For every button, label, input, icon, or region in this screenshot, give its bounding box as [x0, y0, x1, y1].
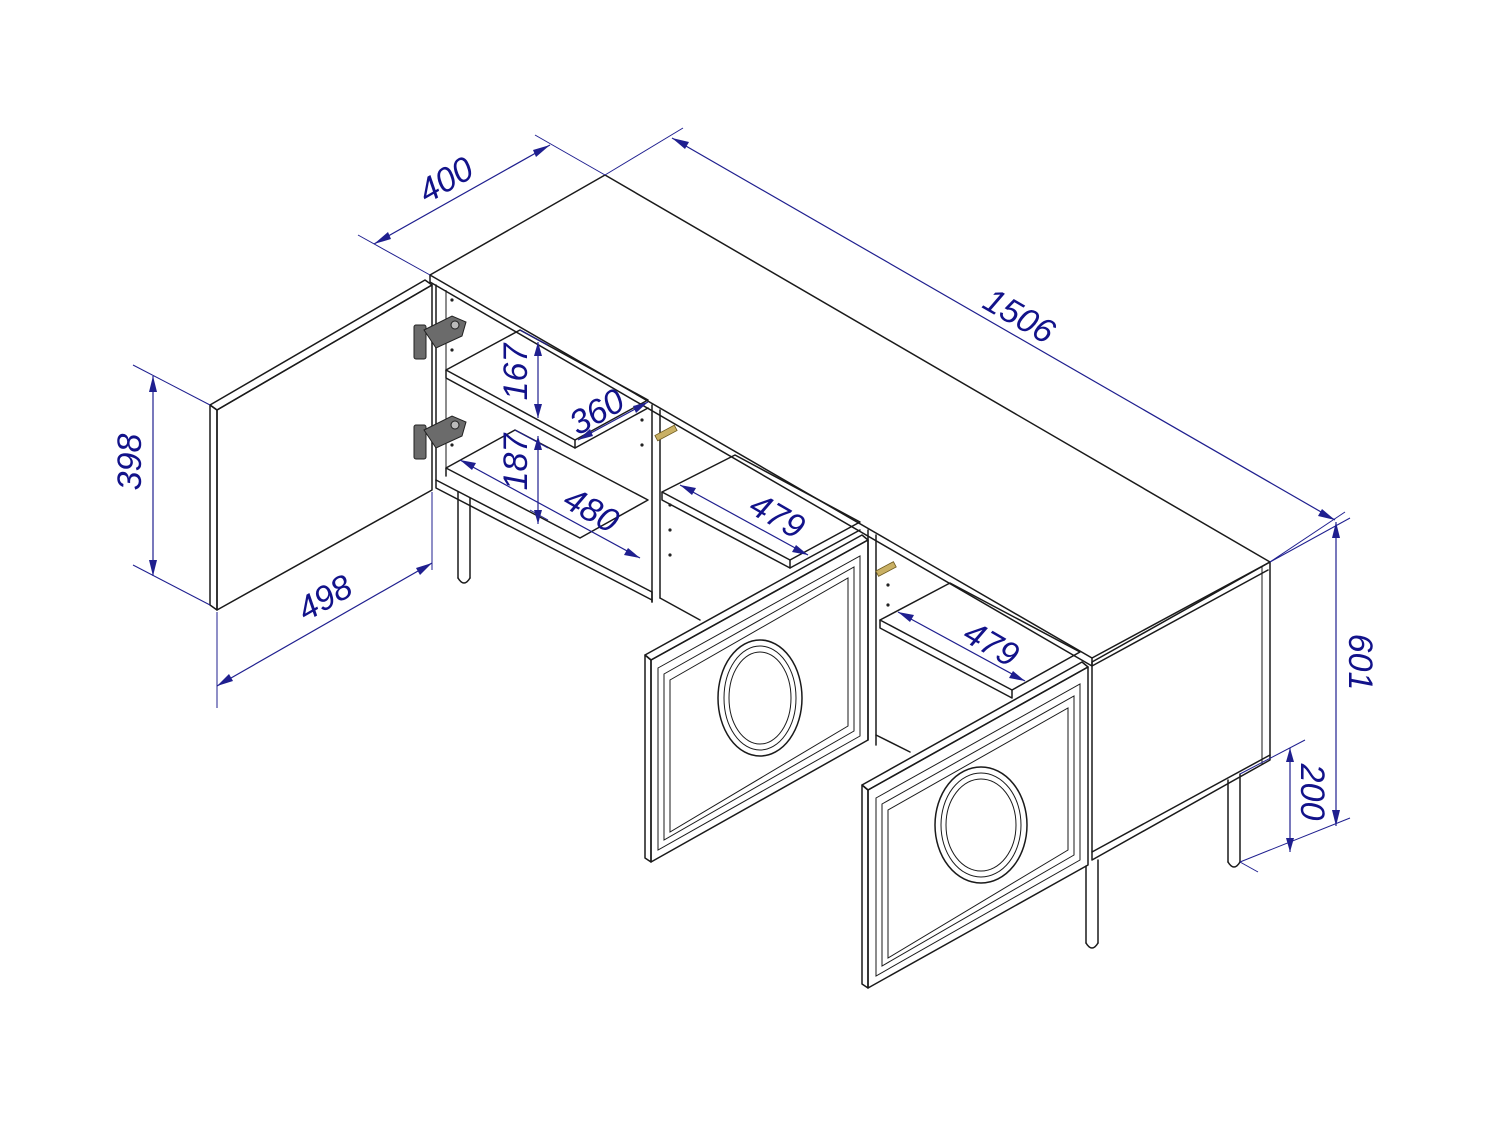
cabinet-body [429, 174, 1271, 861]
right-door-round-mould [934, 766, 1028, 884]
shelf-right [879, 582, 1081, 691]
dim-door-height-label: 398 [111, 434, 149, 491]
dim-shelf-depth-upper-label: 360 [563, 382, 631, 443]
dim-total-height: 601 [1239, 517, 1379, 863]
dimensions: 400 1506 398 498 [111, 127, 1379, 873]
shelf-middle [661, 454, 861, 561]
dim-door-height: 398 [111, 364, 211, 606]
cabinet-bottom-edge [435, 479, 653, 601]
middle-door-round-mould [717, 639, 803, 757]
dim-shelf-gap-upper-label: 167 [497, 343, 535, 401]
dim-shelf-gap-lower-label: 187 [497, 433, 535, 491]
right-door [861, 561, 1089, 989]
dim-middle-shelf-width-label: 479 [743, 486, 811, 547]
dim-door-width-label: 498 [291, 568, 359, 629]
dim-door-width: 498 [216, 492, 433, 708]
dim-shelf-depth-upper: 360 [563, 382, 649, 443]
cabinet-right-end [1091, 561, 1271, 861]
leg-front-left [457, 491, 471, 584]
hinge-lower [413, 415, 467, 460]
dim-shelf-depth-lower: 480 [459, 459, 641, 559]
left-door-open [209, 279, 467, 611]
shelf-left-upper [445, 329, 649, 441]
dim-total-height-label: 601 [1341, 634, 1379, 691]
hinge-upper [413, 315, 467, 360]
dim-width: 1506 [604, 127, 1346, 563]
handle-middle [654, 424, 678, 442]
handle-right [875, 561, 897, 577]
leg-back-right [1227, 773, 1241, 868]
dim-shelf-gap-upper: 167 [497, 329, 549, 418]
left-door-panel [209, 279, 433, 411]
dim-shelf-gap-lower: 187 [497, 429, 549, 524]
shelf-left-lower [445, 429, 649, 539]
leg-front-right [1085, 859, 1099, 949]
dim-leg-height: 200 [1239, 739, 1331, 873]
cabinet-top [429, 174, 1271, 659]
dim-depth-label: 400 [412, 150, 480, 211]
legs [457, 491, 1241, 949]
shelves [445, 298, 1081, 699]
middle-door [644, 424, 869, 863]
middle-door-face [650, 539, 869, 863]
dim-leg-height-label: 200 [1293, 763, 1331, 821]
dim-width-label: 1506 [977, 281, 1062, 352]
dim-depth: 400 [357, 134, 606, 276]
